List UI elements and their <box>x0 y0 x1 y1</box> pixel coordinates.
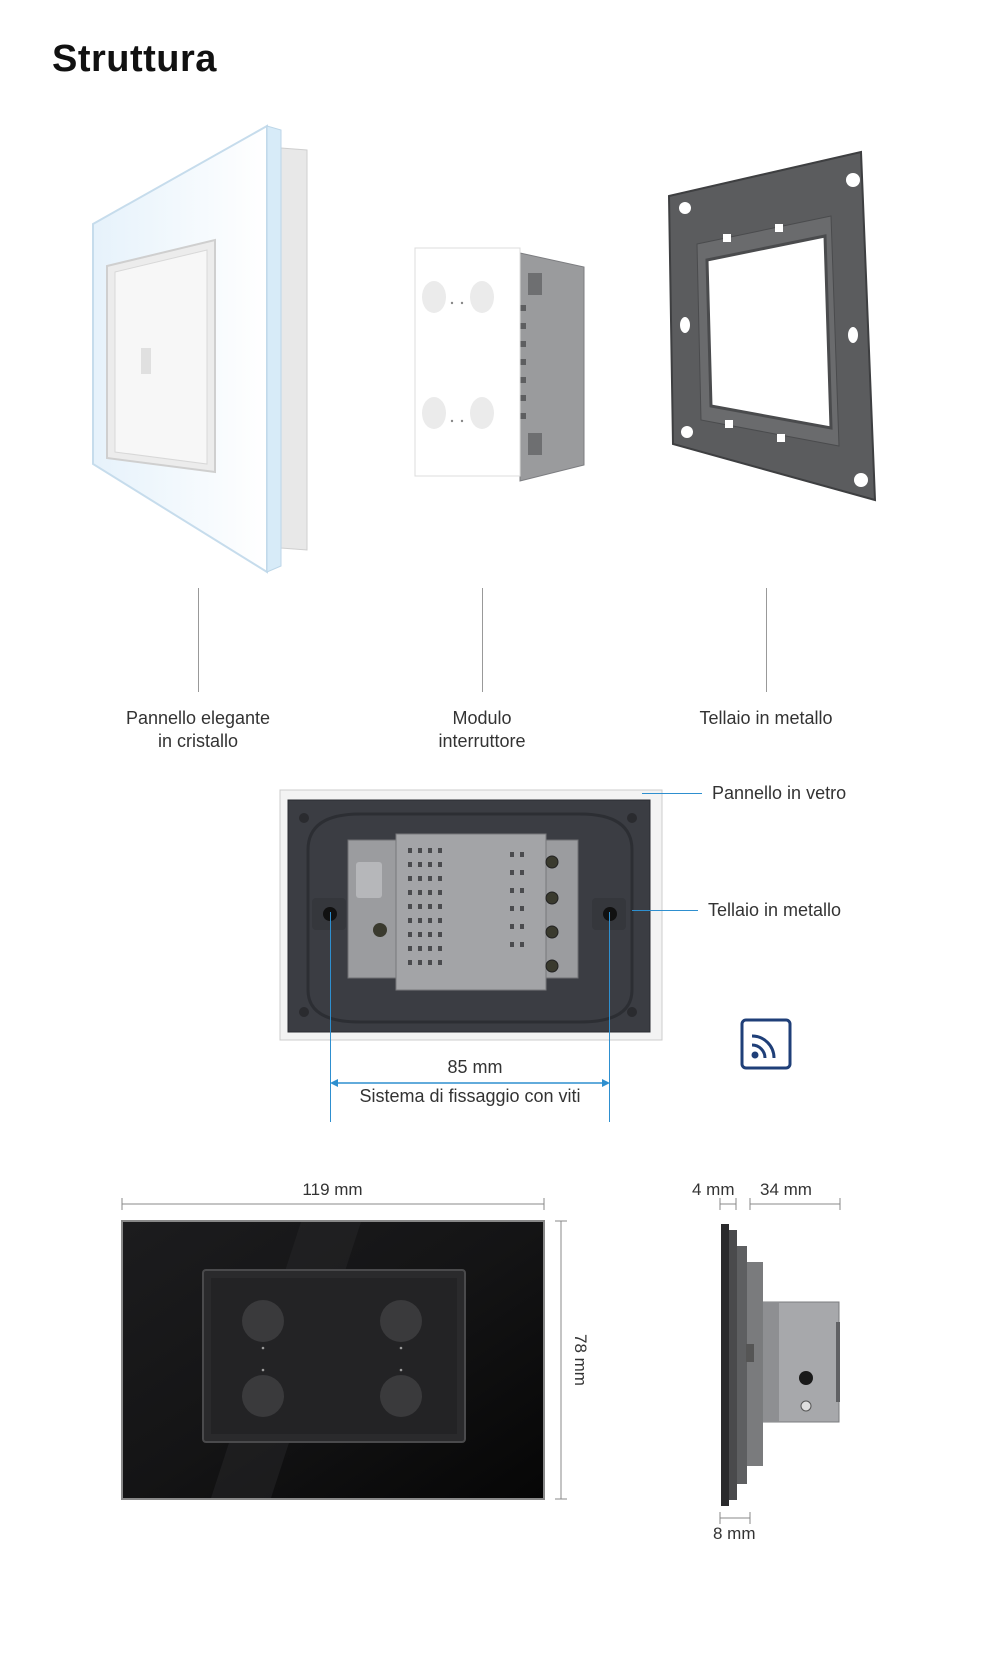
label-metal-frame: Tellaio in metallo <box>708 900 842 920</box>
rf-remote-icon <box>740 1018 792 1070</box>
page-title: Struttura <box>52 38 217 80</box>
height-value: 78 mm <box>571 1334 590 1386</box>
frame-thickness-value: 8 mm <box>713 1524 756 1543</box>
metal-frame-illustration <box>667 150 877 502</box>
glass-panel-illustration <box>92 124 308 574</box>
screw-distance-arrow <box>330 1079 610 1087</box>
pointer-line <box>632 910 698 911</box>
screw-system-label: Sistema di fissaggio con viti <box>359 1086 581 1106</box>
screw-line-left <box>330 912 331 1122</box>
side-bottom-dimension-line <box>719 1512 751 1524</box>
connector-line <box>766 588 767 692</box>
front-panel-illustration <box>121 1220 545 1500</box>
label-glass-panel: Pannello in vetro <box>712 783 847 803</box>
switch-module-illustration <box>414 247 585 482</box>
connector-line <box>482 588 483 692</box>
connector-line <box>198 588 199 692</box>
back-view-illustration <box>279 789 663 1041</box>
height-dimension-line <box>555 1220 567 1500</box>
width-value: 119 mm <box>302 1180 363 1199</box>
side-view-illustration <box>721 1224 840 1506</box>
pointer-line <box>642 793 702 794</box>
glass-thickness-value: 4 mm <box>692 1180 735 1199</box>
caption-metal-frame: Tellaio in metallo <box>699 708 833 728</box>
side-top-dimension-lines <box>719 1198 841 1210</box>
screw-distance-value: 85 mm <box>447 1057 503 1077</box>
width-dimension-line <box>121 1198 545 1210</box>
screw-line-right <box>609 912 610 1122</box>
module-depth-value: 34 mm <box>760 1180 812 1199</box>
